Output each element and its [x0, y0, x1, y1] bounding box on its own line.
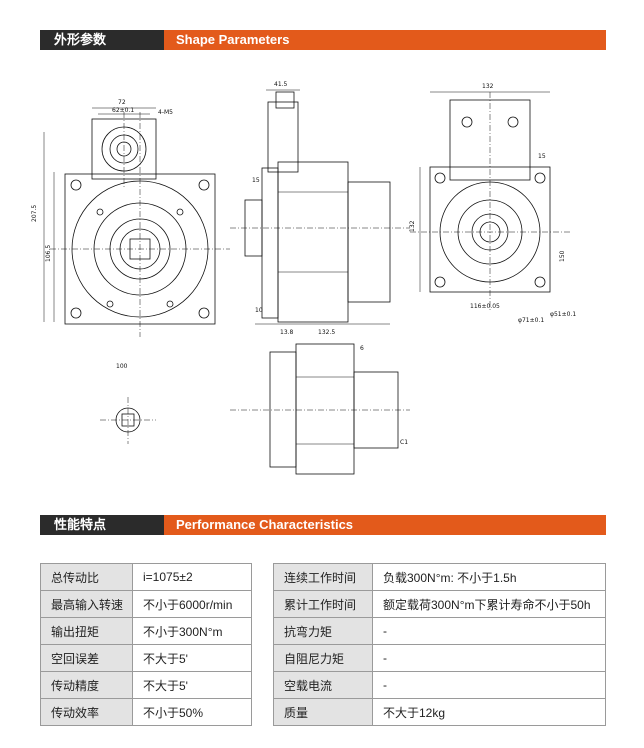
dim-62: 62±0.1: [112, 107, 134, 114]
section-view-drawing: [230, 343, 410, 475]
dim-138: 13.8: [280, 329, 294, 336]
table-row: 累计工作时间额定载荷300N°m下累计寿命不小于50h: [273, 590, 606, 618]
dim-1325: 132.5: [318, 329, 335, 336]
param-value: 不大于12kg: [372, 698, 606, 726]
dim-15: 15: [252, 177, 260, 184]
param-label: 连续工作时间: [273, 563, 373, 591]
shape-parameters-header: 外形参数 Shape Parameters: [40, 30, 606, 50]
dim-132-side: 132: [409, 220, 416, 232]
dim-10: 10: [255, 307, 263, 314]
shape-parameters-title-cn: 外形参数: [40, 30, 164, 50]
dim-72: 72: [118, 99, 126, 106]
param-value: -: [372, 671, 606, 699]
param-label: 质量: [273, 698, 373, 726]
dim-415: 41.5: [274, 81, 288, 88]
param-label: 总传动比: [40, 563, 133, 591]
shape-parameters-title-en: Shape Parameters: [164, 30, 606, 50]
param-label: 自阻尼力矩: [273, 644, 373, 672]
table-row: 连续工作时间负载300N°m: 不小于1.5h: [273, 563, 606, 591]
dim-c1: C1: [400, 439, 408, 446]
performance-table-right: 连续工作时间负载300N°m: 不小于1.5h 累计工作时间额定载荷300N°m…: [273, 563, 606, 726]
side-view-drawing: [230, 89, 410, 325]
technical-drawings: 72 62±0.1 4-M5 207.5 106.5 100 41.5 15 1…: [31, 81, 576, 475]
dim-150: 150: [559, 250, 566, 262]
performance-title-en: Performance Characteristics: [164, 515, 606, 535]
param-value: -: [372, 644, 606, 672]
rear-view-drawing: [410, 91, 570, 312]
dim-15b: 15: [538, 153, 546, 160]
param-value: 不大于5': [132, 671, 252, 699]
param-value: 不小于6000r/min: [132, 590, 252, 618]
front-view-drawing: [43, 107, 230, 337]
param-value: 不小于50%: [132, 698, 252, 726]
table-row: 传动效率不小于50%: [40, 698, 252, 726]
dim-4m5: 4-M5: [158, 109, 173, 116]
param-label: 输出扭矩: [40, 617, 133, 645]
dim-2075: 207.5: [31, 205, 38, 222]
table-row: 自阻尼力矩-: [273, 644, 606, 672]
dim-51: φ51±0.1: [550, 311, 576, 318]
param-value: i=1075±2: [132, 563, 252, 591]
param-value: 额定载荷300N°m下累计寿命不小于50h: [372, 590, 606, 618]
param-value: 不小于300N°m: [132, 617, 252, 645]
table-row: 最高输入转速不小于6000r/min: [40, 590, 252, 618]
dim-100: 100: [116, 363, 128, 370]
table-row: 输出扭矩不小于300N°m: [40, 617, 252, 645]
table-row: 抗弯力矩-: [273, 617, 606, 645]
performance-title-cn: 性能特点: [40, 515, 164, 535]
table-row: 空载电流-: [273, 671, 606, 699]
param-label: 空回误差: [40, 644, 133, 672]
dim-6: 6: [360, 345, 364, 352]
param-label: 累计工作时间: [273, 590, 373, 618]
dim-71: φ71±0.1: [518, 317, 544, 324]
param-label: 最高输入转速: [40, 590, 133, 618]
param-label: 空载电流: [273, 671, 373, 699]
param-label: 传动效率: [40, 698, 133, 726]
dim-1065: 106.5: [45, 245, 52, 262]
dim-116: 116±0.05: [470, 303, 500, 310]
param-label: 抗弯力矩: [273, 617, 373, 645]
param-label: 传动精度: [40, 671, 133, 699]
param-value: 负载300N°m: 不小于1.5h: [372, 563, 606, 591]
table-row: 传动精度不大于5': [40, 671, 252, 699]
param-value: 不大于5': [132, 644, 252, 672]
performance-header: 性能特点 Performance Characteristics: [40, 515, 606, 535]
dim-132-top: 132: [482, 83, 494, 90]
table-row: 质量不大于12kg: [273, 698, 606, 726]
detail-view-drawing: [100, 397, 156, 444]
param-value: -: [372, 617, 606, 645]
table-row: 空回误差不大于5': [40, 644, 252, 672]
